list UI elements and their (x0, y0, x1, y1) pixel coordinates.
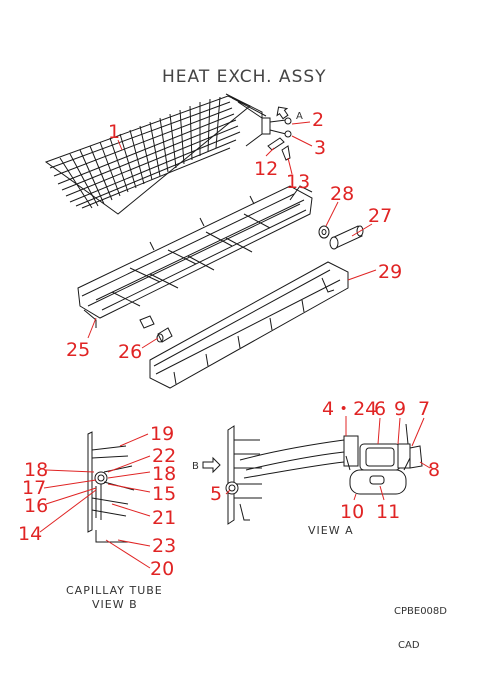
diagram-title: HEAT EXCH. ASSY (162, 67, 327, 87)
callout-4-24: 4・24 (322, 398, 377, 420)
callout-25: 25 (66, 339, 90, 361)
callout-21: 21 (152, 507, 176, 529)
view-b-caption-line1: CAPILLAY TUBE (66, 584, 163, 597)
callout-7: 7 (418, 398, 430, 420)
callout-3: 3 (314, 137, 326, 159)
callout-17: 17 (22, 477, 46, 499)
callout-26: 26 (118, 341, 142, 363)
part-number-callouts: 1 2 3 12 13 28 27 29 25 26 4・24 6 9 7 8 … (18, 109, 440, 580)
callout-16: 16 (24, 495, 48, 517)
drain-pan (77, 185, 313, 329)
cad-label: CAD (398, 640, 420, 651)
callout-5: 5 (210, 483, 222, 505)
drain-cap-26 (156, 327, 173, 343)
callout-20: 20 (150, 558, 174, 580)
drain-cover-panel (149, 261, 349, 389)
callout-9: 9 (394, 398, 406, 420)
drawing-code: CPBE008D (394, 606, 447, 617)
drain-hose-27 (329, 225, 364, 250)
view-b-arrow-icon: B (192, 456, 221, 474)
view-a-caption: VIEW A (308, 524, 354, 537)
callout-22: 22 (152, 445, 176, 467)
svg-text:B: B (192, 461, 199, 472)
callout-12: 12 (254, 158, 278, 180)
callout-2: 2 (312, 109, 324, 131)
heat-exchanger-coil (44, 93, 292, 215)
view-b-caption-line2: VIEW B (92, 598, 138, 611)
small-connector-parts (267, 137, 291, 161)
callout-14: 14 (18, 523, 42, 545)
callout-8: 8 (428, 459, 440, 481)
callout-23: 23 (152, 535, 176, 557)
callout-10: 10 (340, 501, 364, 523)
washer-28 (318, 225, 330, 239)
callout-18b: 18 (152, 463, 176, 485)
callout-11: 11 (376, 501, 400, 523)
callout-19: 19 (150, 423, 174, 445)
callout-leader-lines (39, 121, 431, 569)
callout-28: 28 (330, 183, 354, 205)
view-b-capillary-detail (87, 431, 135, 543)
svg-text:A: A (296, 111, 303, 122)
callout-6: 6 (374, 398, 386, 420)
view-a-arrow-icon: A (276, 106, 303, 122)
callout-18a: 18 (24, 459, 48, 481)
callout-1: 1 (108, 121, 120, 143)
callout-27: 27 (368, 205, 392, 227)
callout-29: 29 (378, 261, 402, 283)
callout-13: 13 (286, 171, 310, 193)
callout-15: 15 (152, 483, 176, 505)
view-a-detail (225, 423, 423, 525)
